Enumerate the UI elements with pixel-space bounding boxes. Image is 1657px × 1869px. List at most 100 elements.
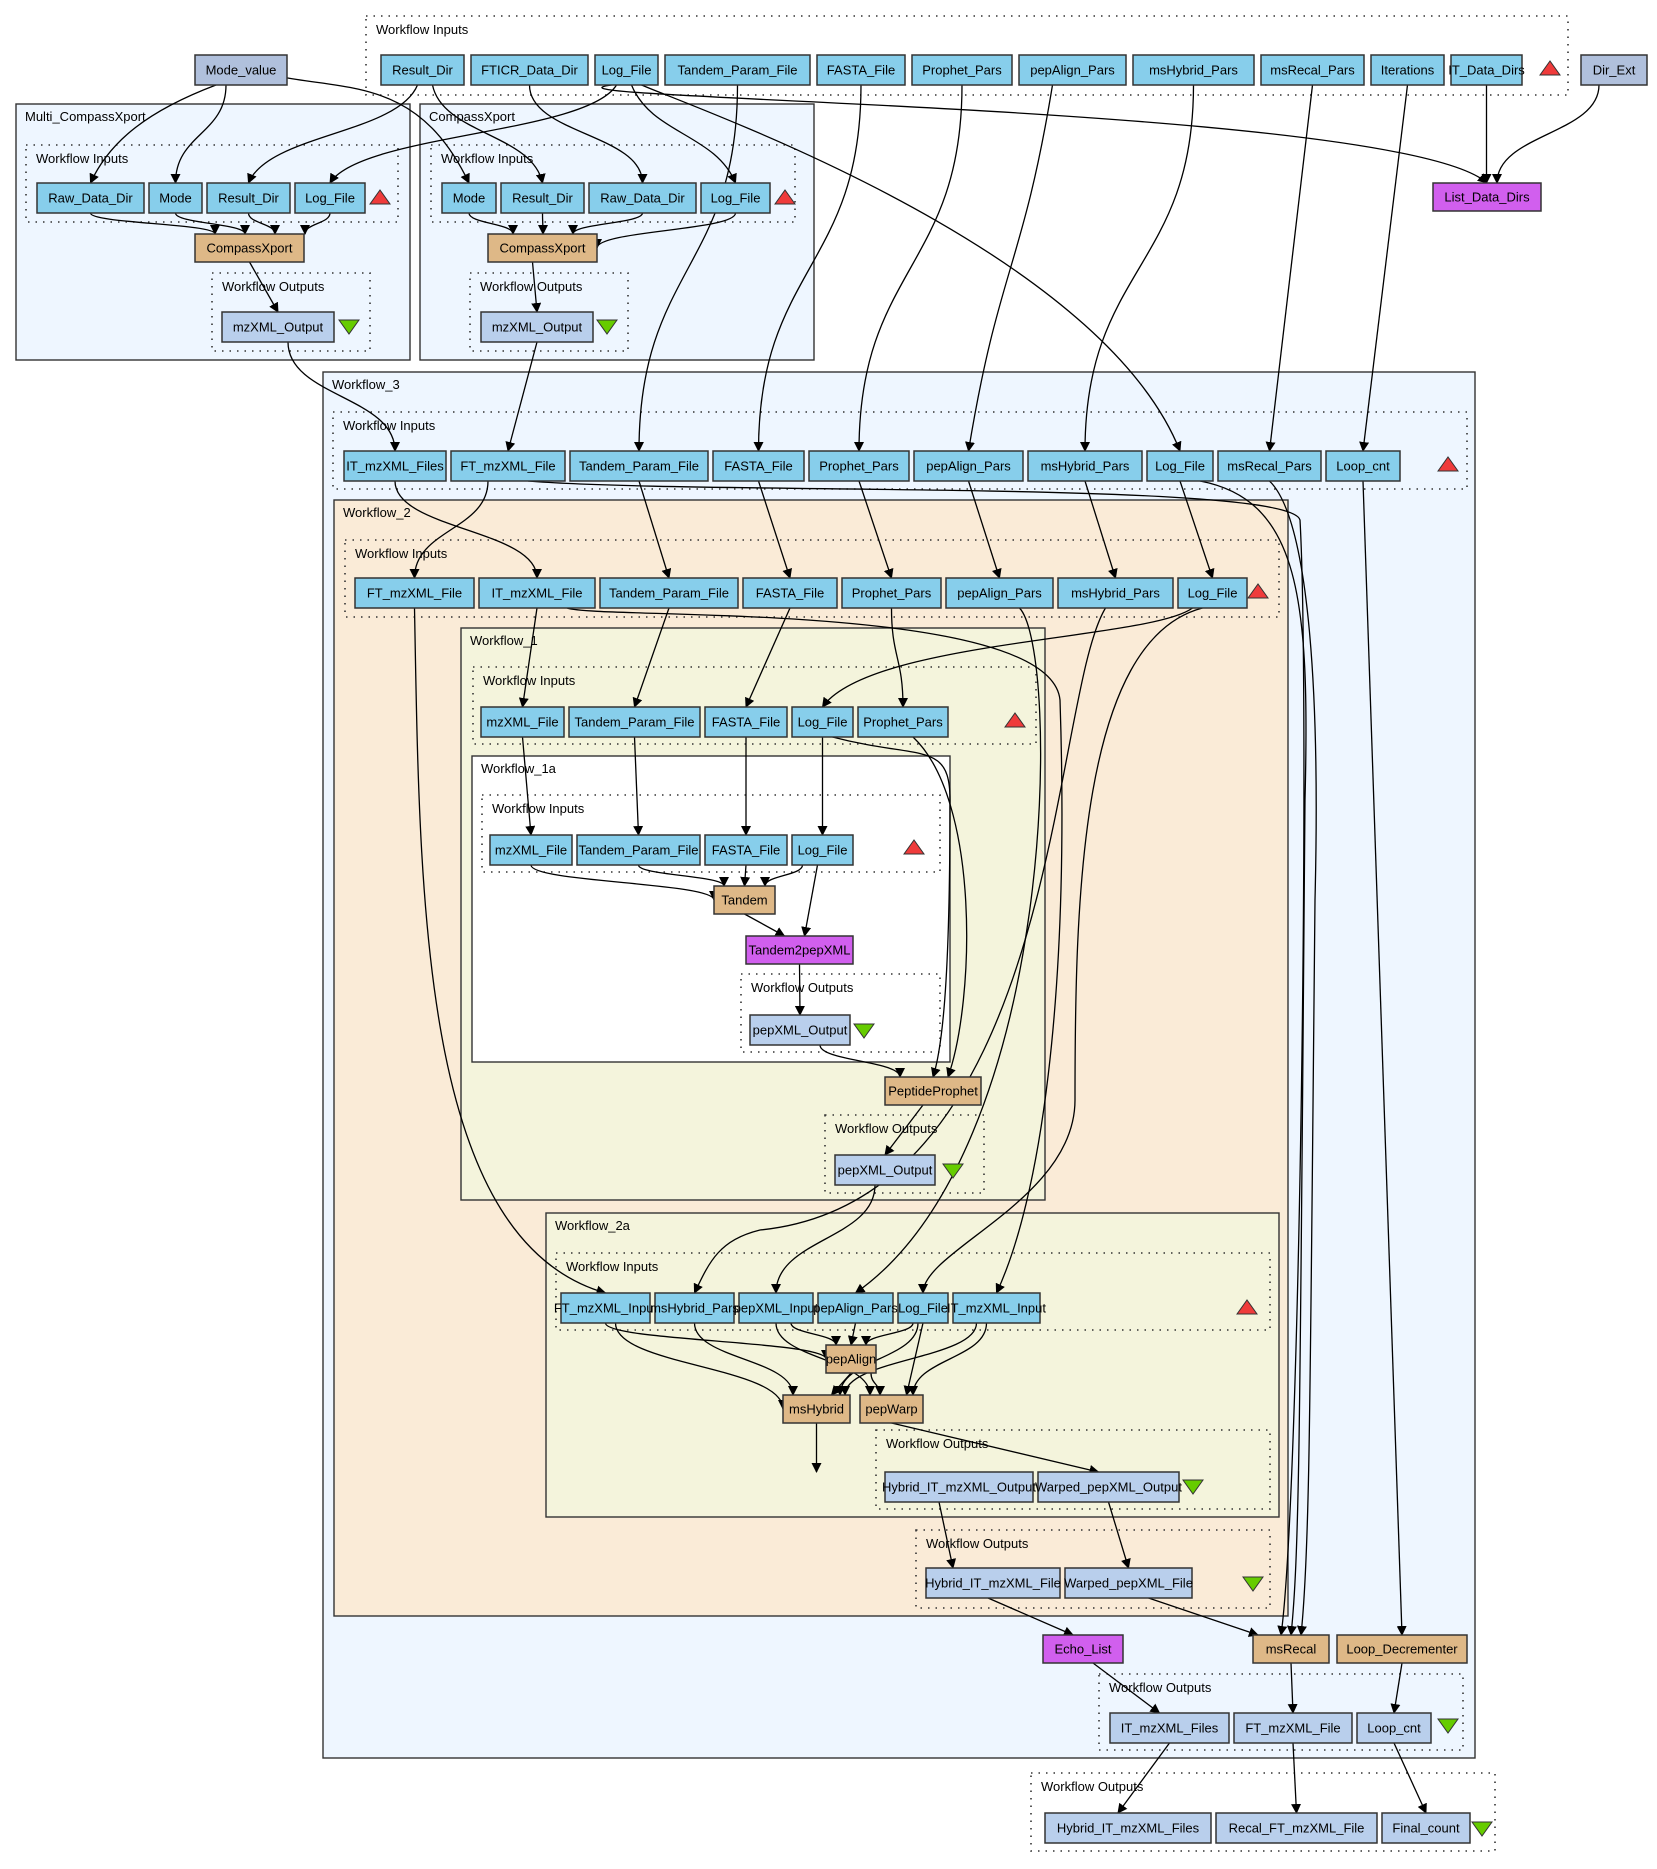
node-box[interactable] [36,182,145,214]
workflow-1-input-mzxml-file[interactable]: mzXML_File [480,706,565,738]
node-box[interactable] [1381,1812,1471,1844]
workflow-1a-input-log-file[interactable]: Log_File [791,834,854,866]
node-box[interactable] [664,54,811,86]
node-box[interactable] [478,577,596,609]
node-box[interactable] [859,1394,924,1424]
workflow-3-input-pepalign-pars[interactable]: pepAlign_Pars [913,450,1024,482]
node-box[interactable] [1260,54,1365,86]
multi-compass-input-log-file[interactable]: Log_File [294,182,366,214]
node-box[interactable] [1177,577,1248,609]
node-box[interactable] [1037,1471,1180,1503]
node-box[interactable] [480,706,565,738]
processor-msrecal[interactable]: msRecal [1252,1634,1330,1664]
node-box[interactable] [791,706,854,738]
workflow-1a-input-mzxml-file[interactable]: mzXML_File [489,834,573,866]
node-box[interactable] [588,182,697,214]
workflow-3-input-ft-mzxml-file[interactable]: FT_mzXML_File [450,450,566,482]
node-box[interactable] [148,182,203,214]
processor-pepalign[interactable]: pepAlign [825,1344,877,1374]
node-box[interactable] [343,450,447,482]
beanshell-list-data-dirs[interactable]: List_Data_Dirs [1432,182,1542,212]
workflow-3-output-ft-mzxml-file[interactable]: FT_mzXML_File [1233,1712,1353,1744]
workflow-1a-input-fasta-file[interactable]: FASTA_File [704,834,788,866]
workflow-1-input-log-file[interactable]: Log_File [791,706,854,738]
top-output-recal-ft-mzxml-file[interactable]: Recal_FT_mzXML_File [1215,1812,1378,1844]
compass-output-mzxml-output[interactable]: mzXML_Output [480,311,594,343]
processor-compassxport[interactable]: CompassXport [487,233,598,263]
workflow-3-input-mshybrid-pars[interactable]: msHybrid_Pars [1027,450,1143,482]
node-box[interactable] [1336,1634,1468,1664]
node-box[interactable] [1132,54,1255,86]
workflow-2-input-fasta-file[interactable]: FASTA_File [742,577,838,609]
node-box[interactable] [1146,450,1214,482]
node-box[interactable] [194,233,305,263]
workflow-3-input-loop-cnt[interactable]: Loop_cnt [1325,450,1401,482]
processor-tandem[interactable]: Tandem [713,885,776,915]
top-input-mshybrid-pars[interactable]: msHybrid_Pars [1132,54,1255,86]
compass-input-raw-data-dir[interactable]: Raw_Data_Dir [588,182,697,214]
workflow-3-output-loop-cnt[interactable]: Loop_cnt [1356,1712,1432,1744]
node-box[interactable] [1064,1567,1193,1599]
top-input-result-dir[interactable]: Result_Dir [380,54,465,86]
processor-pepwarp[interactable]: pepWarp [859,1394,924,1424]
node-box[interactable] [1027,450,1143,482]
workflow-3-input-msrecal-pars[interactable]: msRecal_Pars [1217,450,1322,482]
top-input-iterations[interactable]: Iterations [1370,54,1445,86]
top-input-log-file[interactable]: Log_File [594,54,659,86]
workflow-2a-input-it-mzxml-input[interactable]: IT_mzXML_Input [947,1292,1046,1324]
node-box[interactable] [913,450,1024,482]
top-output-hybrid-it-mzxml-files[interactable]: Hybrid_IT_mzXML_Files [1044,1812,1212,1844]
node-box[interactable] [1018,54,1127,86]
workflow-3-input-it-mzxml-files[interactable]: IT_mzXML_Files [343,450,447,482]
beanshell-echo-list[interactable]: Echo_List [1042,1634,1124,1664]
node-box[interactable] [441,182,497,214]
constant-mode-value[interactable]: Mode_value [194,54,288,86]
workflow-2-input-prophet-pars[interactable]: Prophet_Pars [841,577,942,609]
top-input-prophet-pars[interactable]: Prophet_Pars [911,54,1013,86]
node-box[interactable] [594,54,659,86]
node-box[interactable] [487,233,598,263]
node-box[interactable] [857,706,949,738]
node-box[interactable] [1233,1712,1353,1744]
node-box[interactable] [489,834,573,866]
node-box[interactable] [1109,1712,1230,1744]
node-box[interactable] [354,577,475,609]
workflow-1a-output-pepxml-output[interactable]: pepXML_Output [749,1014,851,1046]
node-box[interactable] [1580,54,1648,86]
top-input-tandem-param-file[interactable]: Tandem_Param_File [664,54,811,86]
workflow-1-output-pepxml-output[interactable]: pepXML_Output [834,1154,936,1186]
node-box[interactable] [576,834,701,866]
top-input-msrecal-pars[interactable]: msRecal_Pars [1260,54,1365,86]
node-box[interactable] [206,182,291,214]
top-input-fticr-data-dir[interactable]: FTICR_Data_Dir [470,54,589,86]
node-box[interactable] [952,1292,1041,1324]
processor-mshybrid[interactable]: msHybrid [782,1394,851,1424]
node-box[interactable] [704,706,788,738]
top-input-fasta-file[interactable]: FASTA_File [816,54,906,86]
workflow-2-input-it-mzxml-file[interactable]: IT_mzXML_File [478,577,596,609]
node-box[interactable] [816,54,906,86]
node-box[interactable] [1217,450,1322,482]
workflow-2a-output-hybrid-it-mzxml-output[interactable]: Hybrid_IT_mzXML_Output [882,1471,1036,1503]
node-box[interactable] [380,54,465,86]
workflow-2a-input-ft-mzxml-input[interactable]: FT_mzXML_Input [554,1292,658,1324]
node-box[interactable] [911,54,1013,86]
node-box[interactable] [1044,1812,1212,1844]
top-input-it-data-dirs[interactable]: IT_Data_Dirs [1448,54,1525,86]
node-box[interactable] [654,1292,735,1324]
top-output-final-count[interactable]: Final_count [1381,1812,1471,1844]
node-box[interactable] [841,577,942,609]
node-box[interactable] [1325,450,1401,482]
workflow-2-output-hybrid-it-mzxml-file[interactable]: Hybrid_IT_mzXML_File [925,1567,1061,1599]
workflow-3-input-tandem-param-file[interactable]: Tandem_Param_File [569,450,709,482]
compass-input-result-dir[interactable]: Result_Dir [500,182,585,214]
workflow-2-input-ft-mzxml-file[interactable]: FT_mzXML_File [354,577,475,609]
node-box[interactable] [738,1292,814,1324]
node-box[interactable] [713,885,776,915]
node-box[interactable] [1450,54,1523,86]
node-box[interactable] [294,182,366,214]
compass-input-log-file[interactable]: Log_File [700,182,771,214]
node-box[interactable] [480,311,594,343]
node-box[interactable] [1057,577,1174,609]
node-box[interactable] [450,450,566,482]
